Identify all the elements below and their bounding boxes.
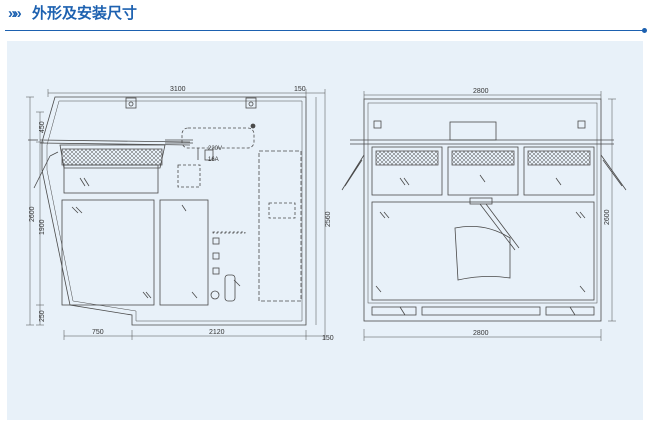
front-window-unit: [447, 146, 519, 196]
dim-top-main: 3100: [170, 86, 186, 93]
current-label: 16A: [208, 157, 219, 163]
dim-bottom-front: 750: [92, 329, 104, 336]
pipe-line: [165, 139, 193, 144]
section-header: »» 外形及安装尺寸: [0, 0, 649, 34]
base-vent: [371, 306, 417, 316]
front-dim-bottom: 2800: [473, 330, 489, 337]
front-large-panel: [371, 201, 595, 301]
side-door-middle: [159, 199, 209, 306]
distribution-box: [181, 127, 255, 149]
base-vent: [545, 306, 595, 316]
header-divider-dot: [642, 28, 647, 33]
side-body-inner-line: [46, 100, 303, 322]
section-title: 外形及安装尺寸: [32, 5, 138, 22]
front-window-unit: [371, 146, 443, 196]
header-divider: [5, 30, 644, 31]
front-body-inner: [367, 102, 598, 304]
dim-top-overhang: 150: [294, 86, 306, 93]
front-hinge-left: [341, 154, 365, 191]
fire-extinguisher: [224, 274, 236, 302]
dim-left-total: 2600: [29, 206, 36, 222]
side-elevation-view: 220V 16A: [26, 89, 326, 340]
side-window: [63, 164, 159, 194]
front-dim-top: 2800: [473, 88, 489, 95]
front-body-outline: [363, 98, 602, 322]
equipment-column: [258, 150, 302, 302]
dim-left-mid: 1900: [39, 219, 46, 235]
base-vent: [421, 306, 541, 316]
lifting-lug: [125, 97, 137, 109]
voltage-label: 220V: [208, 146, 222, 152]
front-elevation-view: [341, 91, 627, 341]
dim-bottom-main: 2120: [209, 329, 225, 336]
lifting-lug: [245, 97, 257, 109]
front-view-window: [454, 225, 511, 281]
front-dim-right: 2600: [604, 209, 611, 225]
side-door-left: [61, 199, 155, 306]
front-top-panel: [449, 121, 497, 141]
dim-left-upper: 450: [39, 121, 46, 133]
dim-left-lower: 250: [39, 310, 46, 322]
front-window-unit: [523, 146, 595, 196]
roof-edge: [39, 139, 191, 143]
chevron-double-right-icon: »»: [8, 5, 22, 22]
dim-bottom-overhang: 150: [322, 335, 334, 342]
side-body-outline: [41, 96, 307, 326]
side-hinge-arm: [33, 151, 59, 189]
front-hinge-right: [600, 154, 627, 191]
dim-right: 2560: [325, 211, 332, 227]
side-vent-mesh: [61, 148, 163, 166]
